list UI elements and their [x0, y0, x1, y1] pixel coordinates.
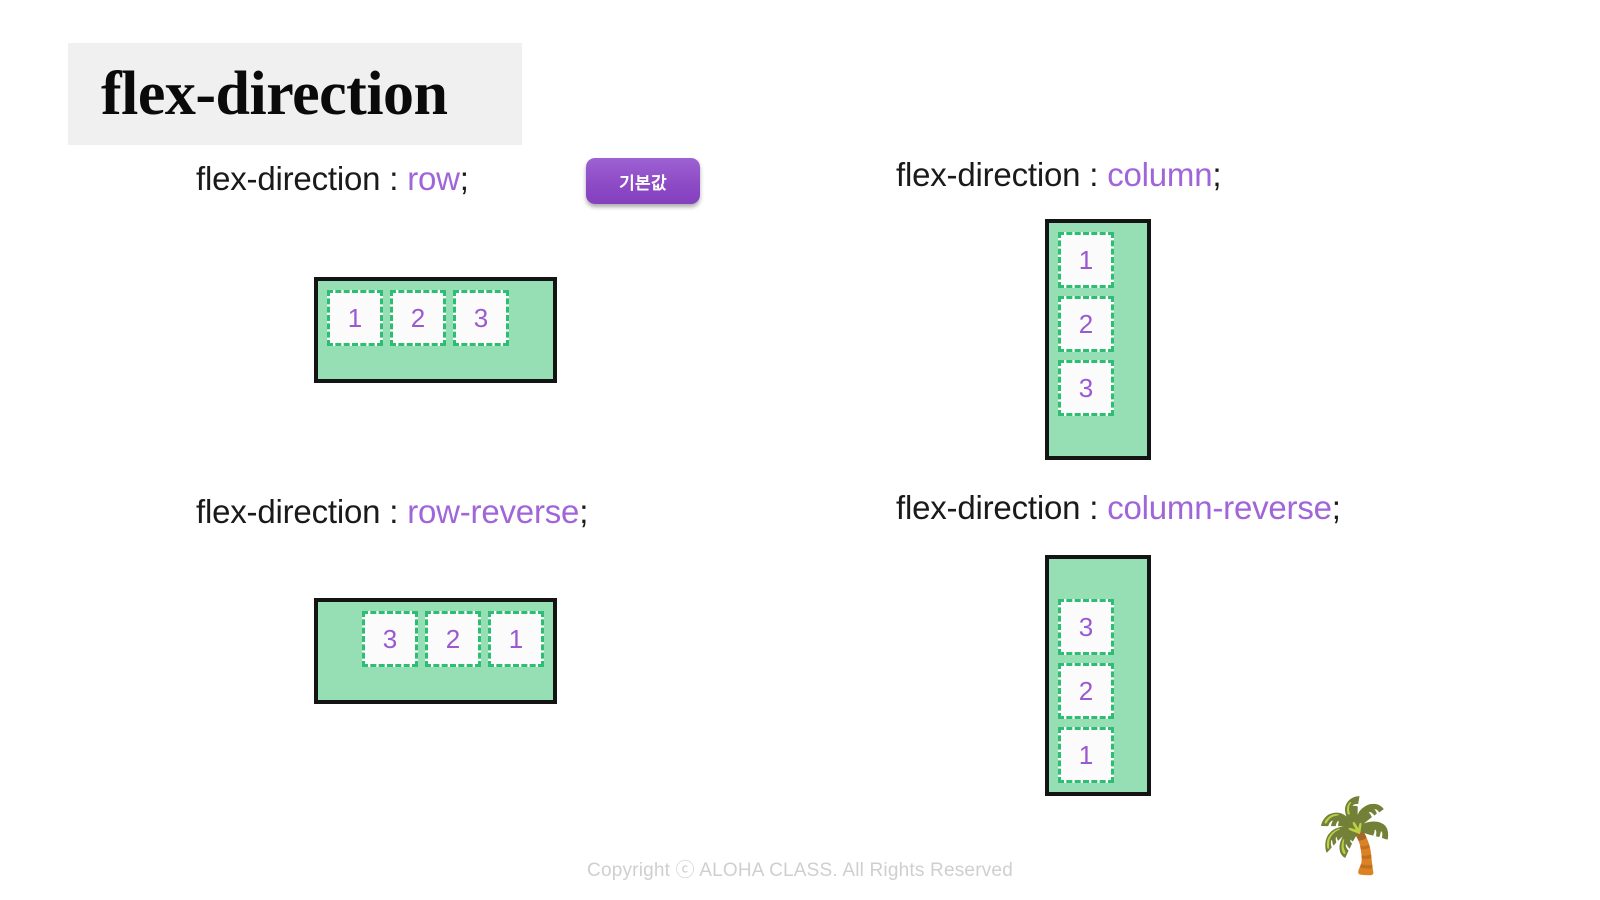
- palm-tree-icon: 🌴: [1310, 796, 1400, 876]
- declaration-row-value: row: [407, 160, 460, 197]
- declaration-row-reverse-terminator: ;: [579, 493, 589, 530]
- page-title-box: flex-direction: [68, 43, 522, 145]
- flex-item: 3: [453, 290, 509, 346]
- flex-item: 3: [362, 611, 418, 667]
- flex-item: 2: [1058, 296, 1114, 352]
- flex-item: 3: [1058, 599, 1114, 655]
- declaration-column-separator: :: [1080, 156, 1108, 193]
- flex-demo-column-reverse: 1 2 3: [1045, 555, 1151, 796]
- declaration-row-reverse-property: flex-direction: [196, 493, 381, 530]
- default-value-badge-label: 기본값: [619, 173, 667, 193]
- declaration-column-reverse-terminator: ;: [1331, 489, 1341, 526]
- declaration-row: flex-direction : row;: [196, 160, 469, 198]
- declaration-column-terminator: ;: [1212, 156, 1222, 193]
- flex-item: 3: [1058, 360, 1114, 416]
- declaration-row-reverse-value: row-reverse: [407, 493, 580, 530]
- flex-item: 2: [390, 290, 446, 346]
- declaration-column-reverse: flex-direction : column-reverse;: [896, 489, 1341, 527]
- declaration-row-property: flex-direction: [196, 160, 381, 197]
- flex-item: 1: [488, 611, 544, 667]
- declaration-row-reverse-separator: :: [380, 493, 408, 530]
- footer-copyright: Copyright ⓒ ALOHA CLASS. All Rights Rese…: [587, 860, 1013, 881]
- flex-item: 2: [425, 611, 481, 667]
- flex-demo-row-reverse: 1 2 3: [314, 598, 557, 704]
- flex-item: 2: [1058, 663, 1114, 719]
- flex-item: 1: [1058, 232, 1114, 288]
- declaration-row-separator: :: [380, 160, 408, 197]
- default-value-badge[interactable]: 기본값: [586, 158, 700, 204]
- declaration-column-reverse-value: column-reverse: [1107, 489, 1332, 526]
- declaration-column-value: column: [1107, 156, 1213, 193]
- declaration-column-reverse-property: flex-direction: [896, 489, 1081, 526]
- flex-item: 1: [327, 290, 383, 346]
- flex-demo-row: 1 2 3: [314, 277, 557, 383]
- declaration-row-reverse: flex-direction : row-reverse;: [196, 493, 588, 531]
- declaration-column-property: flex-direction: [896, 156, 1081, 193]
- declaration-column-reverse-separator: :: [1080, 489, 1108, 526]
- flex-demo-column: 1 2 3: [1045, 219, 1151, 460]
- flex-item: 1: [1058, 727, 1114, 783]
- declaration-row-terminator: ;: [459, 160, 469, 197]
- declaration-column: flex-direction : column;: [896, 156, 1222, 194]
- page-title: flex-direction: [101, 60, 448, 128]
